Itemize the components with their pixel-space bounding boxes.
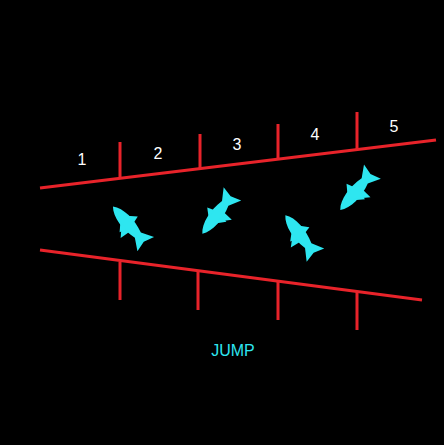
fish-group [102,164,384,264]
funnel-lines [40,112,436,330]
fish-icon [193,187,245,243]
region-number: 2 [154,146,163,162]
fish-icon [102,199,155,254]
fish-icon [273,208,325,264]
region-number: 4 [311,127,320,143]
region-number: 3 [233,137,242,153]
fish-icon [331,164,384,220]
region-number: 1 [78,152,87,168]
caption-word: JUMP [211,343,255,359]
region-number: 5 [390,119,399,135]
